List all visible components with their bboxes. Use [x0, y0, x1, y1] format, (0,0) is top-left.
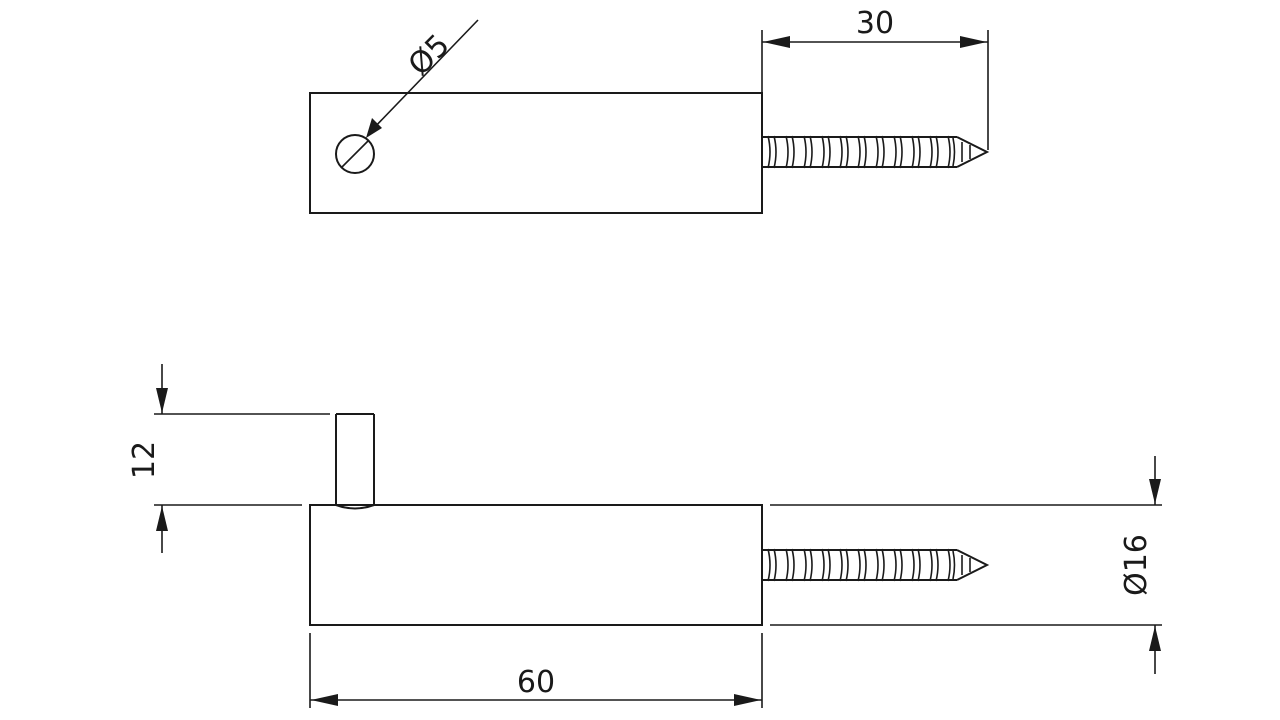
side-view-body	[309, 504, 763, 626]
hole-diameter-dimension: Ø5	[366, 19, 479, 138]
body-diameter-dimension: Ø16	[770, 456, 1162, 674]
top-view-body	[309, 92, 763, 214]
screw-length-dimension: 30	[761, 6, 989, 150]
screw-length-label: 30	[856, 6, 894, 41]
side-view-screw	[761, 548, 988, 582]
hole-diameter-label: Ø5	[402, 28, 457, 83]
pin-height-label: 12	[127, 441, 162, 479]
mounting-hole	[335, 134, 375, 174]
body-length-dimension: 60	[309, 633, 763, 708]
body-diameter-label: Ø16	[1119, 534, 1154, 596]
side-view: 12 Ø16 60	[127, 364, 1162, 708]
body-length-label: 60	[517, 665, 555, 700]
pin	[335, 413, 375, 510]
top-view-screw	[761, 135, 988, 169]
top-view: Ø5 30	[309, 6, 989, 214]
pin-height-dimension: 12	[127, 364, 330, 553]
